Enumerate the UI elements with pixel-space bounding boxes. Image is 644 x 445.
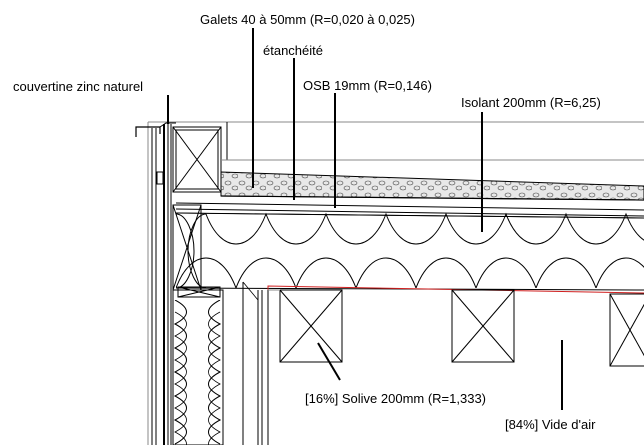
joists <box>268 289 644 367</box>
joist-3 <box>609 293 644 367</box>
roof-insulation <box>175 212 644 291</box>
wall-insulation <box>173 300 222 445</box>
gravel-layer <box>220 171 644 201</box>
leader-lines <box>167 28 563 410</box>
waterproofing-membrane <box>220 195 644 201</box>
label-vide: [84%] Vide d'air <box>505 417 596 432</box>
joist-1 <box>279 289 343 363</box>
label-osb: OSB 19mm (R=0,146) <box>303 78 432 93</box>
joist-2 <box>451 289 515 363</box>
label-etancheite: étanchéité <box>263 43 323 58</box>
label-solive: [16%] Solive 200mm (R=1,333) <box>305 391 486 406</box>
couvertine-cap <box>135 126 161 137</box>
label-isolant: Isolant 200mm (R=6,25) <box>461 95 601 110</box>
label-galets: Galets 40 à 50mm (R=0,020 à 0,025) <box>200 12 415 27</box>
label-couvertine: couvertine zinc naturel <box>13 79 143 94</box>
vapor-barrier <box>267 285 644 294</box>
parapet-wall <box>135 121 644 445</box>
